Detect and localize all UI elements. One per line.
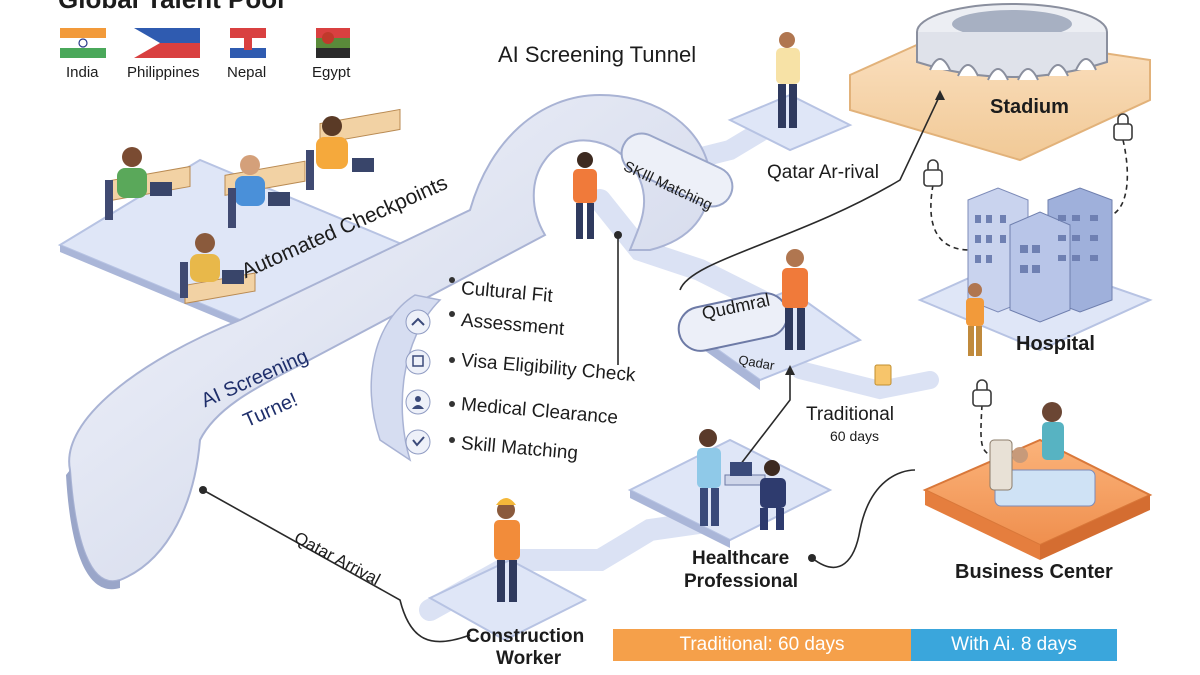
traditional-timeline-label: Traditional: 60 days	[679, 634, 845, 655]
traditional-days-label: 60 days	[830, 428, 880, 444]
stadium-illustration	[849, 3, 1151, 162]
skill-matching-pill	[620, 132, 734, 208]
document-icon	[874, 364, 892, 386]
talent-pool-workers	[105, 108, 401, 304]
ai-timeline-bar: With Ai. 8 days	[911, 629, 1117, 661]
ai-timeline-label: With Ai. 8 days	[951, 634, 1077, 655]
construction-worker-figure	[494, 498, 520, 602]
country-label-egypt: Egypt	[312, 64, 351, 81]
healthcare-scene	[697, 429, 786, 530]
lock-icon	[972, 379, 992, 407]
connector-lines	[202, 94, 1129, 643]
country-label-nepal: Nepal	[227, 64, 267, 81]
tunnel-title: AI Screening Tunnel	[498, 42, 697, 67]
flag-india	[60, 28, 106, 58]
business-center-label: Business Center	[955, 561, 1113, 583]
traditional-timeline-bar: Traditional: 60 days	[613, 629, 911, 661]
hub-platform	[677, 288, 863, 390]
lock-icon	[1113, 113, 1133, 141]
country-label-india: India	[66, 64, 99, 81]
worker-top-figure	[776, 32, 800, 128]
worker-in-tunnel	[573, 152, 597, 239]
hospital-worker-figure	[966, 283, 984, 356]
healthcare-professional-label-1: Healthcare	[692, 548, 790, 569]
healthcare-professional-label-2: Professional	[684, 571, 799, 592]
construction-worker-label-1: Construction	[466, 626, 585, 647]
flag-philippines	[134, 28, 200, 58]
hospital-illustration	[917, 187, 1153, 352]
checkpoint-rail	[370, 277, 455, 462]
flag-nepal	[230, 28, 266, 58]
construction-worker-label-2: Worker	[496, 648, 562, 669]
stadium-label: Stadium	[990, 96, 1069, 118]
traditional-label: Traditional	[806, 404, 895, 425]
country-label-philippines: Philippines	[127, 64, 200, 81]
lock-icon	[923, 159, 943, 187]
worker-hub-figure	[782, 249, 808, 350]
flag-egypt	[316, 28, 350, 58]
page-title: Global Talent Pool	[58, 0, 284, 15]
hospital-label: Hospital	[1016, 333, 1095, 355]
business-center-illustration	[922, 402, 1153, 560]
qatar-arrival-top-label: Qatar Ar-rival	[767, 162, 879, 183]
construction-platform	[427, 558, 588, 642]
